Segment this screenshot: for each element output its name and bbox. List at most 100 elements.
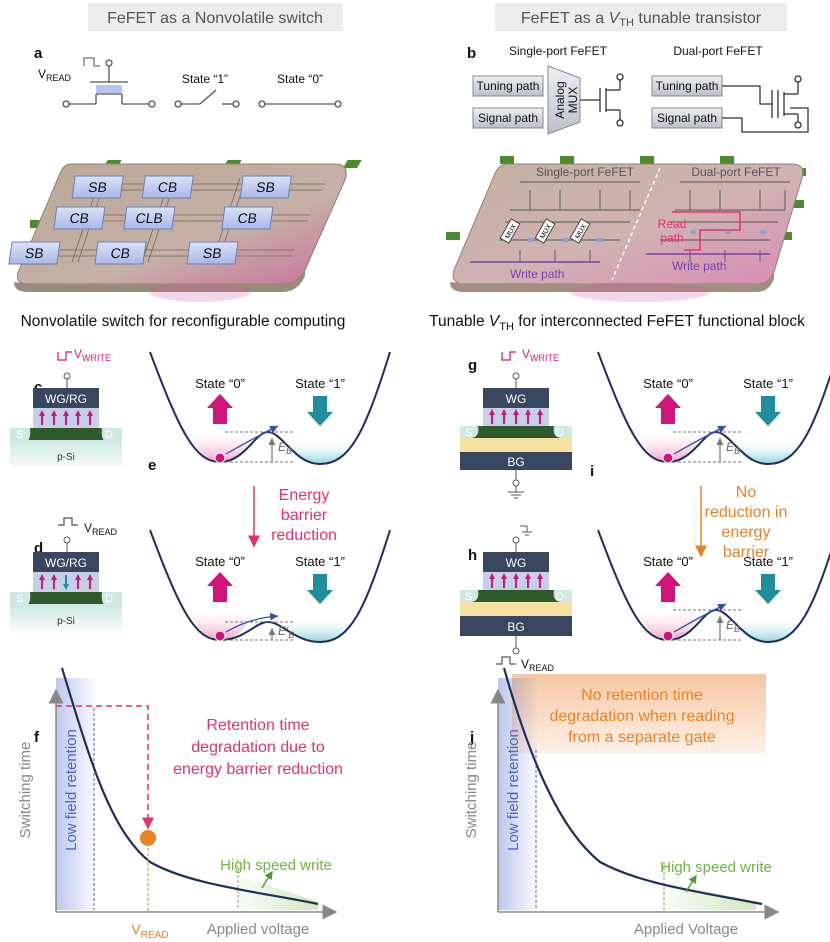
panel-d-substrate: p-Si — [57, 616, 75, 627]
panel-a — [62, 57, 342, 108]
ball-marker-icon — [214, 452, 226, 464]
chip-block — [94, 241, 147, 265]
chip-dual-label: Dual-port FeFET — [691, 165, 781, 179]
state1-arrow-icon — [307, 396, 333, 426]
i-note-2: reduction in — [705, 504, 788, 521]
polarization-arrow-icon — [63, 575, 69, 590]
polarization-arrow-icon — [39, 410, 45, 425]
left-header-text: FeFET as a Nonvolatile switch — [107, 10, 323, 27]
panel-d-gate: WG/RG — [45, 556, 87, 570]
panel-label-b: b — [467, 45, 476, 62]
f-high-speed: High speed write — [220, 857, 332, 874]
chip-block — [186, 241, 239, 265]
f-xlabel: Applied voltage — [207, 921, 310, 938]
chip-block-label: SB — [87, 179, 108, 195]
panel-c-substrate: p-Si — [57, 452, 75, 463]
polarization-arrow-icon — [537, 409, 543, 424]
j-xlabel: Applied Voltage — [634, 921, 738, 938]
panel-h-source: S — [465, 591, 472, 603]
j-low-field: Low field retention — [505, 729, 522, 851]
chip-block — [8, 241, 61, 265]
chip-block-label: CB — [110, 245, 132, 261]
eb-label: EB — [726, 618, 740, 634]
energy-well-c: State “0”State “1”EB — [149, 351, 391, 466]
ball-marker-icon — [662, 630, 674, 642]
panel-a-state0: State “0” — [277, 72, 323, 86]
state0-arrow-icon — [207, 572, 233, 602]
single-signal-label: Signal path — [478, 111, 538, 125]
polarization-arrow-icon — [51, 410, 57, 425]
right-header-text: FeFET as a VTH tunable transistor — [521, 10, 762, 29]
panel-j-plot — [490, 667, 780, 920]
e-note-3: reduction — [271, 527, 337, 544]
polarization-arrow-icon — [501, 409, 507, 424]
panel-label-d: d — [34, 540, 43, 557]
f-note-3: energy barrier reduction — [173, 761, 343, 778]
single-fefet-icon — [580, 73, 624, 127]
panel-c-device — [10, 351, 122, 466]
energy-curve — [149, 351, 391, 466]
chip-block-label: SB — [24, 245, 45, 261]
i-note-3: energy — [722, 524, 771, 541]
polarization-arrow-icon — [537, 573, 543, 588]
chip-block — [239, 175, 292, 199]
ball-marker-icon — [214, 630, 226, 642]
chip-block-label: CB — [237, 210, 259, 226]
panel-g-device — [460, 351, 572, 499]
panel-label-f: f — [34, 729, 40, 746]
panel-g-source: S — [465, 427, 472, 439]
panel-label-h: h — [468, 547, 477, 564]
polarization-arrow-icon — [525, 409, 531, 424]
polarization-arrow-icon — [513, 573, 519, 588]
state0-arrow-icon — [655, 572, 681, 602]
panel-d-drain: D — [105, 593, 113, 605]
state0-label: State “0” — [643, 554, 693, 569]
dual-tuning-label: Tuning path — [656, 79, 719, 93]
f-vread: VREAD — [131, 921, 168, 941]
panel-h-gate: WG — [506, 556, 527, 570]
energy-curve — [149, 529, 391, 644]
right-chip-transistors — [528, 230, 766, 242]
polarization-arrow-icon — [51, 574, 57, 589]
vread-marker — [140, 830, 156, 846]
state1-label: State “1” — [295, 376, 345, 391]
polarization-arrow-icon — [501, 573, 507, 588]
mux-chips — [499, 218, 591, 244]
dual-signal-label: Signal path — [657, 111, 717, 125]
panel-f-plot — [48, 667, 338, 920]
polarization-arrow-icon — [525, 573, 531, 588]
single-tuning-label: Tuning path — [477, 79, 540, 93]
energy-curve — [597, 529, 830, 644]
right-header: FeFET as a VTH tunable transistor — [495, 3, 787, 31]
state1-label: State “1” — [743, 554, 793, 569]
read-path-2: path — [660, 231, 683, 245]
right-chip: MUX MUX MUX — [446, 156, 806, 302]
polarization-arrow-icon — [39, 574, 45, 589]
chip-block-label: CB — [157, 179, 179, 195]
panel-d-vread: VREAD — [84, 521, 118, 537]
chip-block — [53, 206, 106, 230]
dual-port-title: Dual-port FeFET — [673, 44, 763, 58]
state0-arrow-icon — [207, 394, 233, 424]
state0-arrow-icon — [655, 394, 681, 424]
j-ylabel: Switching time — [463, 742, 480, 839]
panel-c-gate: WG/RG — [45, 392, 87, 406]
state1-arrow-icon — [755, 396, 781, 426]
panel-c-drain: D — [105, 429, 113, 441]
panel-h-vread: VREAD — [521, 657, 555, 673]
chip-block — [71, 175, 124, 199]
left-caption: Nonvolatile switch for reconfigurable co… — [21, 313, 346, 330]
ground-icon — [508, 486, 524, 499]
polarization-arrow-icon — [489, 409, 495, 424]
panel-a-vread: VREAD — [38, 67, 72, 83]
energy-well-e: State “0”State “1”E′B — [149, 529, 391, 644]
fefet-symbol-icon — [62, 57, 156, 108]
e-note-1: Energy — [279, 487, 330, 504]
state0-label: State “0” — [643, 376, 693, 391]
panel-c-vwrite: VWRITE — [74, 347, 111, 363]
polarization-arrows-c — [39, 410, 93, 425]
panel-g-gate: WG — [506, 392, 527, 406]
polarization-arrow-icon — [63, 410, 69, 425]
panel-h-device — [460, 525, 572, 665]
